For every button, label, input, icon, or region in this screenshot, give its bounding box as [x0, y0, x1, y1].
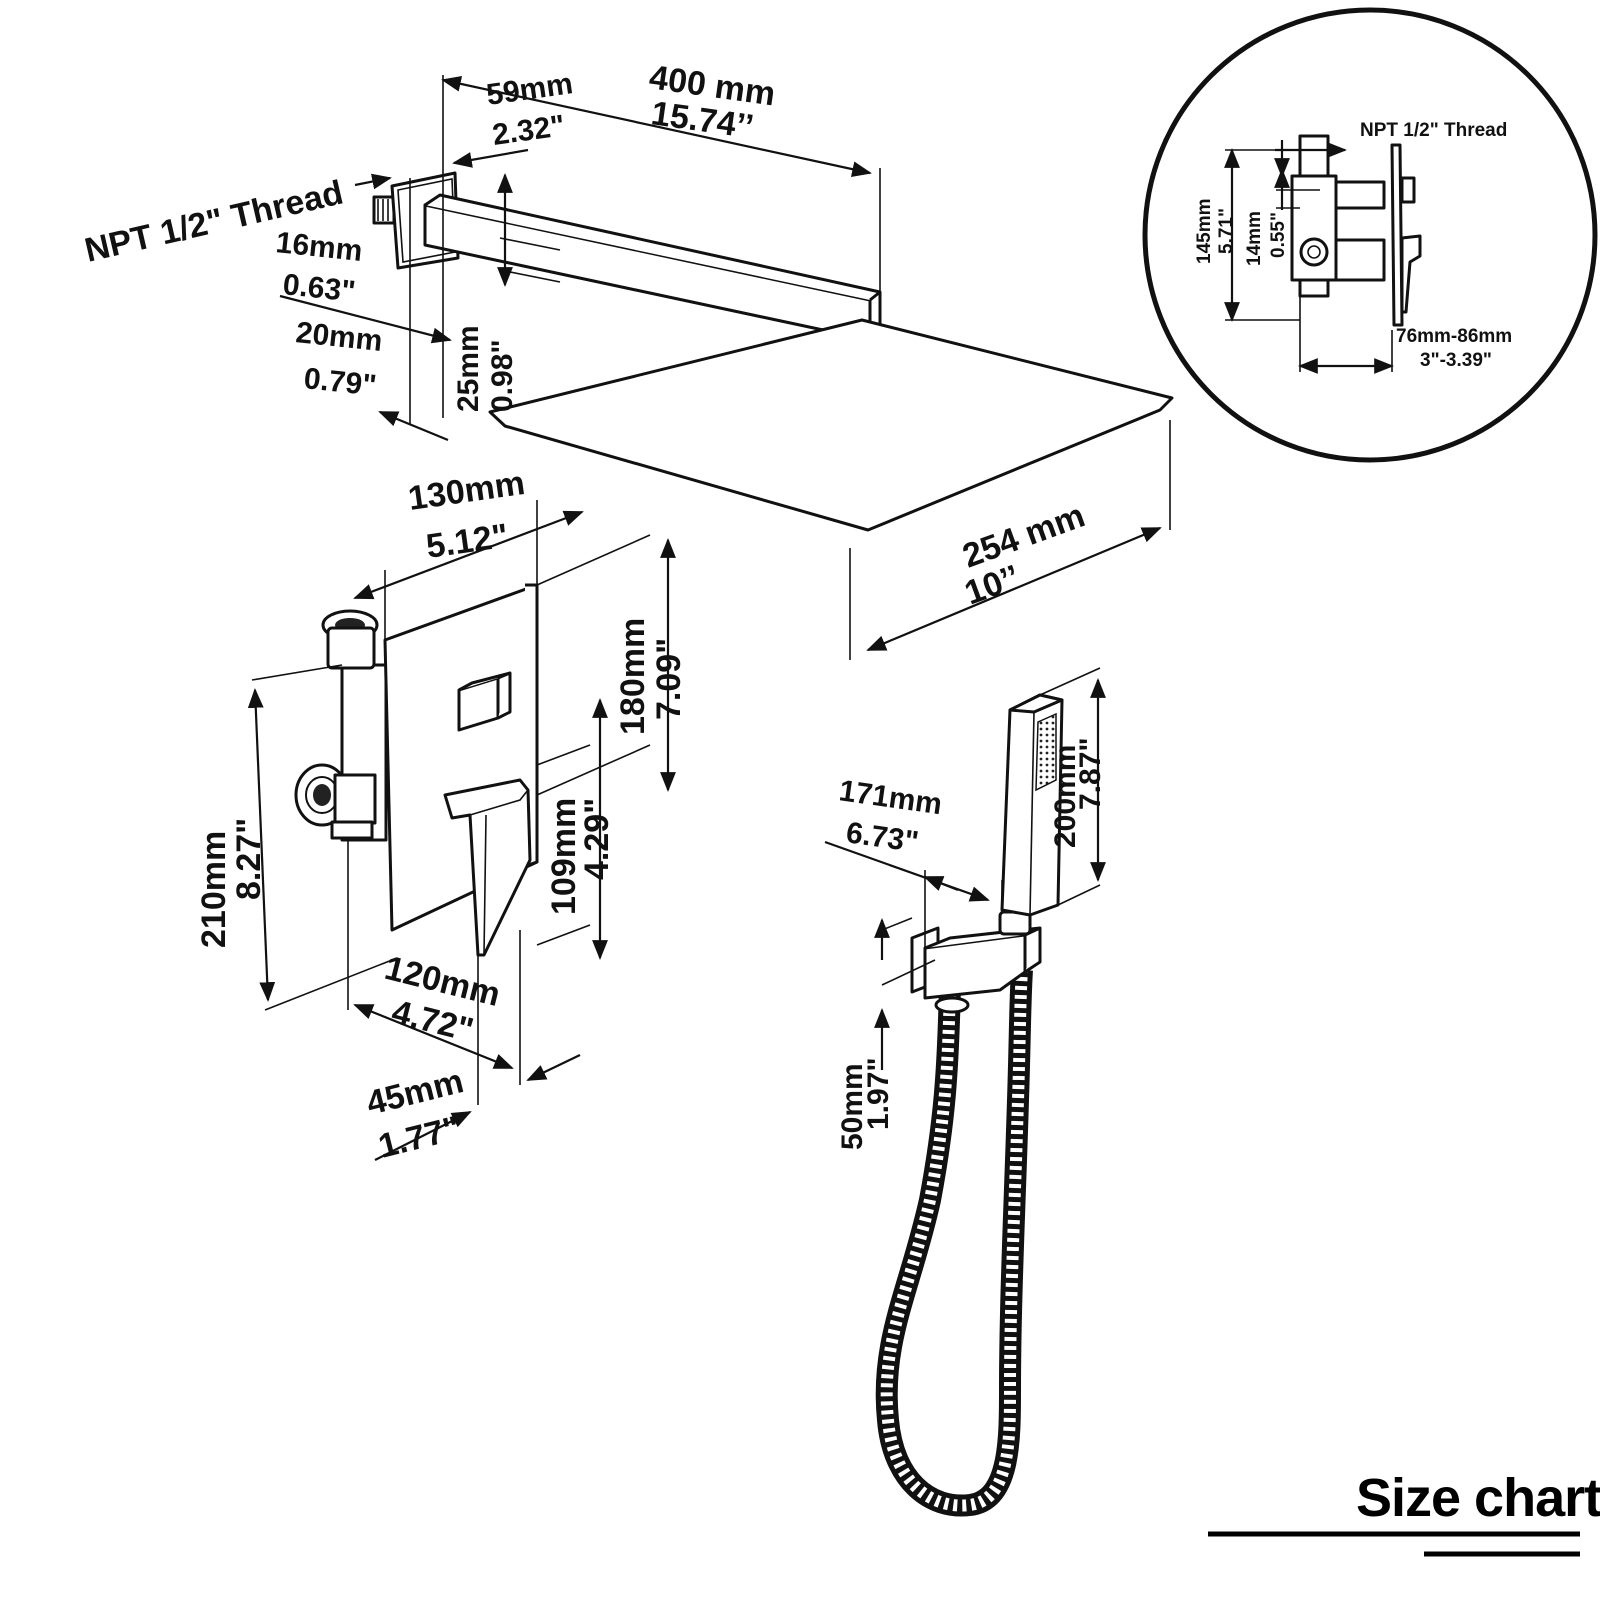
- valve-handle-mm: 109mm: [545, 798, 583, 915]
- valve-dimension-lines: [247, 500, 676, 1161]
- handheld-dimension-lines: [824, 667, 1106, 1070]
- arm-dimension-lines: [279, 75, 1171, 660]
- wall-mm: 20mm: [294, 316, 384, 358]
- valve-width-mm: 130mm: [406, 464, 527, 518]
- holder-mm: 50mm: [836, 1063, 869, 1150]
- valve-handle-in: 4.29": [578, 798, 616, 880]
- detail-height-mm: 145mm: [1194, 199, 1215, 265]
- arm-offset-in: 2.32": [490, 109, 567, 152]
- detail-thread-label: NPT 1/2" Thread: [1360, 120, 1507, 141]
- flange-in: 0.63": [281, 268, 357, 308]
- flange-mm: 16mm: [274, 226, 364, 268]
- detail-depth-in: 3"-3.39": [1420, 350, 1492, 371]
- head-size-mm: 254 mm: [958, 496, 1090, 575]
- handheld-length-in: 7.87": [1074, 737, 1107, 810]
- handheld-length-mm: 200mm: [1049, 745, 1082, 848]
- valve-body-h-mm: 210mm: [195, 831, 233, 948]
- valve-detail-inset: [1142, 7, 1598, 463]
- valve-plate-h-in: 7.09": [650, 638, 688, 720]
- page-title: Size chart: [1356, 1468, 1600, 1528]
- valve-illustration: [294, 583, 539, 957]
- detail-gap-mm: 14mm: [1244, 211, 1265, 266]
- detail-depth-mm: 76mm-86mm: [1396, 326, 1512, 347]
- wall-in: 0.79": [302, 362, 378, 402]
- valve-plate-h-mm: 180mm: [614, 618, 652, 735]
- valve-body-h-in: 8.27": [230, 818, 268, 900]
- handheld-reach-mm: 171mm: [837, 774, 944, 821]
- arm-height-mm: 25mm: [452, 325, 485, 412]
- detail-height-in: 5.71": [1216, 208, 1237, 254]
- holder-in: 1.97": [862, 1057, 895, 1130]
- arm-height-in: 0.98": [486, 339, 519, 412]
- valve-width-in: 5.12": [424, 517, 511, 566]
- detail-gap-in: 0.55": [1268, 212, 1289, 258]
